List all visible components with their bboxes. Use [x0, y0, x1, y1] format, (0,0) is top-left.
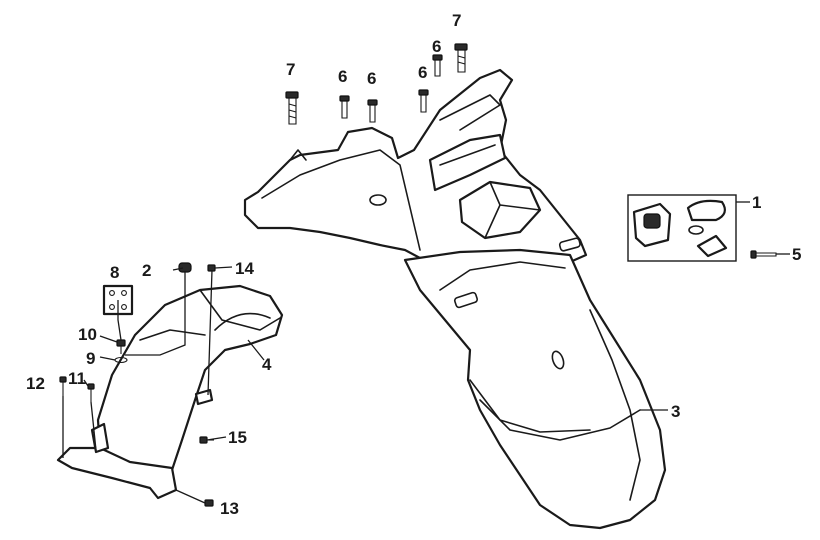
light-lens-cover: [686, 199, 726, 222]
inner-rear-fender: [56, 284, 284, 500]
light-bulb: [688, 225, 704, 235]
leader-4: [247, 339, 265, 361]
leader-15: [206, 436, 227, 441]
fastener-10: [116, 339, 126, 354]
license-light-kit-inset: [627, 194, 737, 262]
bolt-6-a: [339, 95, 350, 119]
fender-tab-left: [289, 149, 307, 161]
fender-lower-flap: [403, 248, 667, 530]
bracket-hole: [369, 194, 387, 206]
callout-13: 13: [220, 499, 239, 518]
callout-4: 4: [262, 355, 272, 374]
fender-slot-left: [453, 291, 479, 309]
screw-12: [59, 376, 67, 396]
bolt-7-left: [285, 91, 299, 125]
reflector-box: [458, 180, 542, 240]
leader-14: [214, 266, 233, 269]
callout-6-b: 6: [367, 69, 376, 88]
rear-fender-assembly: [243, 68, 667, 530]
bolt-7-right: [454, 43, 468, 73]
leader-2-trace: [125, 272, 186, 356]
callout-5: 5: [792, 245, 801, 264]
leader-14-drop: [207, 269, 213, 396]
light-gasket: [696, 234, 728, 258]
callout-1: 1: [752, 193, 761, 212]
screw-13: [204, 499, 214, 507]
bolt-6-d: [432, 54, 443, 77]
inner-fender-line: [139, 329, 206, 341]
leader-10: [99, 335, 118, 343]
callout-11: 11: [68, 369, 86, 388]
bolt-6-b: [367, 99, 378, 123]
callout-10: 10: [78, 325, 97, 344]
leader-13: [175, 489, 206, 504]
callout-6-c: 6: [418, 63, 427, 82]
callout-6-a: 6: [338, 67, 347, 86]
callout-15: 15: [228, 428, 247, 447]
grommet-2: [178, 262, 192, 273]
fender-top-edge: [439, 261, 566, 291]
light-bulb-holder: [643, 213, 661, 229]
callout-12: 12: [26, 374, 45, 393]
fender-rim-curve-2: [469, 379, 591, 433]
leader-2: [172, 267, 184, 271]
callout-7-a: 7: [286, 60, 295, 79]
fender-tab-right: [439, 94, 501, 131]
fender-bracket-ridge: [261, 149, 421, 251]
bolt-6-c: [418, 89, 429, 113]
leader-9: [99, 356, 116, 361]
leader-8-drop: [117, 300, 122, 341]
callout-8: 8: [110, 263, 119, 282]
callout-2: 2: [142, 261, 151, 280]
callout-9: 9: [86, 349, 95, 368]
callout-6-d: 6: [432, 37, 441, 56]
leader-lines: [62, 201, 790, 504]
fender-rim-inner: [589, 309, 641, 501]
screw-11: [87, 383, 95, 402]
callout-14: 14: [235, 259, 254, 278]
inner-fender-rib: [214, 312, 271, 331]
leader-11: [83, 379, 89, 387]
leader-11-drop: [90, 401, 97, 451]
screw-5: [750, 250, 777, 259]
callout-labels: 1 2 3 4 5 6 6 6 6 7 7 8 9 10 11 12 13 14…: [26, 11, 801, 518]
callout-3: 3: [671, 402, 680, 421]
fender-bolt-hole: [551, 350, 565, 370]
callout-7-b: 7: [452, 11, 461, 30]
license-light-lens-line: [439, 144, 496, 166]
fender-slot-right: [558, 237, 581, 252]
reflector-box-edge-2: [484, 204, 501, 239]
